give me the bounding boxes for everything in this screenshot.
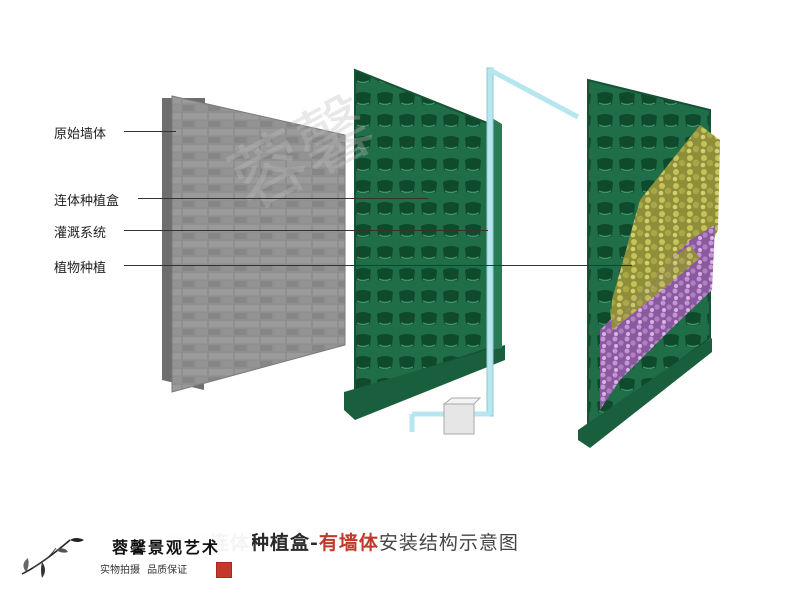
brand-logo: 蓉馨景观艺术 实物拍摄 品质保证 — [12, 526, 252, 584]
caption-part2: 安装结构示意图 — [378, 532, 519, 554]
brand-slogan: 实物拍摄 品质保证 — [100, 565, 188, 576]
caption-red: 有墙体 — [318, 532, 379, 554]
planting-box-panel — [344, 68, 505, 420]
leader-irrigation — [124, 230, 488, 231]
brick-wall — [162, 95, 346, 393]
label-planting: 植物种植 — [54, 261, 107, 276]
seal-icon — [216, 562, 232, 578]
label-irrigation: 灌溉系统 — [54, 226, 107, 241]
label-original-wall: 原始墙体 — [54, 127, 107, 142]
brand-name: 蓉馨景观艺术 — [112, 538, 221, 557]
water-tank — [443, 403, 475, 435]
flowers — [600, 225, 715, 410]
bamboo-icon — [21, 538, 84, 578]
label-planting-box: 连体种植盒 — [54, 194, 120, 209]
leader-planting — [124, 265, 632, 266]
irrigation-pipe — [409, 67, 580, 435]
leader-planting-box — [138, 198, 428, 199]
planted-wall — [578, 78, 720, 448]
leader-original-wall — [124, 131, 176, 132]
